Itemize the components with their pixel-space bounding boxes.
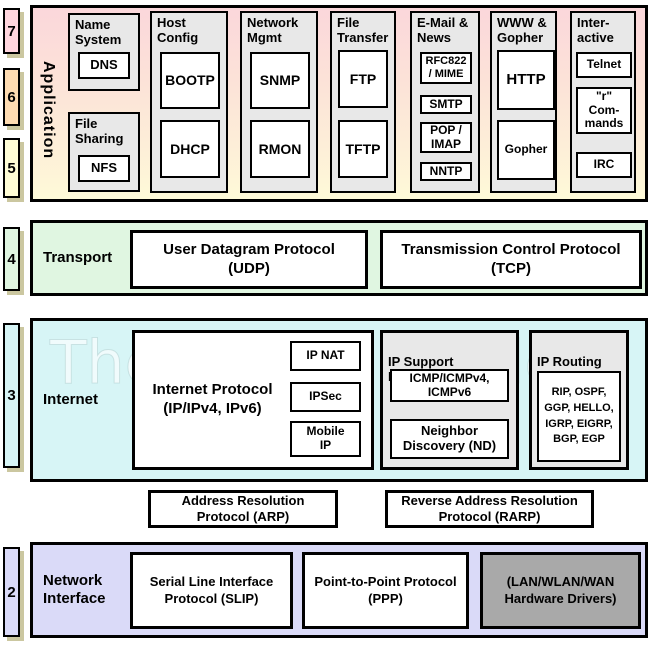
protocol-icmp: ICMP/ICMPv4, ICMPv6 <box>390 369 509 402</box>
group-host-config: Host Config BOOTP DHCP <box>150 11 228 193</box>
protocol-ip-nat: IP NAT <box>290 341 361 371</box>
protocol-telnet: Telnet <box>576 52 632 78</box>
group-email-news: E-Mail & News RFC822 / MIME SMTP POP / I… <box>410 11 480 193</box>
group-www-gopher-title: WWW & Gopher <box>497 15 547 45</box>
internet-layer-band: Internet Internet Protocol (IP/IPv4, IPv… <box>30 318 648 482</box>
application-layer-band: Application Name System DNS File Sharing… <box>30 5 648 202</box>
layer-number-2: 2 <box>3 547 20 637</box>
ip-routing-protocols-box: IP Routing Protocols RIP, OSPF, GGP, HEL… <box>529 330 629 470</box>
layer-number-5: 5 <box>3 138 20 198</box>
group-host-config-title: Host Config <box>157 15 199 45</box>
protocol-nntp: NNTP <box>420 162 472 181</box>
protocol-ipsec: IPSec <box>290 382 361 412</box>
layer-number-3: 3 <box>3 323 20 468</box>
group-name-system-title: Name System <box>75 17 122 47</box>
protocol-mobile-ip: Mobile IP <box>290 421 361 457</box>
protocol-slip: Serial Line Interface Protocol (SLIP) <box>130 552 293 629</box>
protocol-neighbor-discovery: Neighbor Discovery (ND) <box>390 419 509 459</box>
group-file-transfer: File Transfer FTP TFTP <box>330 11 396 193</box>
protocol-irc: IRC <box>576 152 632 178</box>
group-interactive: Inter- active Telnet "r" Com- mands IRC <box>570 11 636 193</box>
protocol-ip-label: Internet Protocol (IP/IPv4, IPv6) <box>152 381 273 417</box>
group-network-mgmt-title: Network Mgmt <box>247 15 299 45</box>
group-file-sharing-title: File Sharing <box>75 116 124 146</box>
protocol-rfc822-mime: RFC822 / MIME <box>420 52 472 84</box>
group-email-news-title: E-Mail & News <box>417 15 469 45</box>
protocol-rarp: Reverse Address Resolution Protocol (RAR… <box>385 490 594 528</box>
protocol-udp: User Datagram Protocol (UDP) <box>130 230 368 289</box>
protocol-dns: DNS <box>78 52 130 79</box>
protocol-snmp: SNMP <box>250 52 310 109</box>
protocol-dhcp: DHCP <box>160 120 220 178</box>
protocol-tftp: TFTP <box>338 120 388 178</box>
protocol-rmon: RMON <box>250 120 310 178</box>
layer-number-6: 6 <box>3 68 20 126</box>
protocol-bootp: BOOTP <box>160 52 220 109</box>
group-www-gopher: WWW & Gopher HTTP Gopher <box>490 11 557 193</box>
group-interactive-title: Inter- active <box>577 15 614 45</box>
network-interface-layer-label: Network Interface <box>43 572 106 607</box>
internet-layer-label: Internet <box>43 391 99 408</box>
protocol-arp: Address Resolution Protocol (ARP) <box>148 490 338 528</box>
protocol-http: HTTP <box>497 50 555 110</box>
transport-layer-label: Transport <box>43 249 113 266</box>
protocol-ftp: FTP <box>338 50 388 108</box>
group-file-sharing: File Sharing NFS <box>68 112 140 192</box>
hardware-drivers-box: (LAN/WLAN/WAN Hardware Drivers) <box>480 552 641 629</box>
layer-number-7: 7 <box>3 8 20 54</box>
layer-number-4: 4 <box>3 227 20 291</box>
network-interface-layer-band: Network Interface Serial Line Interface … <box>30 542 648 638</box>
application-layer-label: Application <box>40 60 57 160</box>
protocol-nfs: NFS <box>78 155 130 182</box>
ip-support-protocols-box: IP Support Protocols ICMP/ICMPv4, ICMPv6… <box>380 330 519 470</box>
protocol-gopher: Gopher <box>497 120 555 180</box>
group-network-mgmt: Network Mgmt SNMP RMON <box>240 11 318 193</box>
protocol-tcp: Transmission Control Protocol (TCP) <box>380 230 642 289</box>
protocol-pop-imap: POP / IMAP <box>420 122 472 153</box>
group-name-system: Name System DNS <box>68 13 140 91</box>
protocol-r-commands: "r" Com- mands <box>576 87 632 134</box>
protocol-smtp: SMTP <box>420 95 472 114</box>
protocol-ip-box: Internet Protocol (IP/IPv4, IPv6) IP NAT… <box>132 330 374 470</box>
protocol-routing-list: RIP, OSPF, GGP, HELLO, IGRP, EIGRP, BGP,… <box>537 371 621 462</box>
transport-layer-band: Transport User Datagram Protocol (UDP) T… <box>30 220 648 296</box>
protocol-ppp: Point-to-Point Protocol (PPP) <box>302 552 469 629</box>
group-file-transfer-title: File Transfer <box>337 15 389 45</box>
